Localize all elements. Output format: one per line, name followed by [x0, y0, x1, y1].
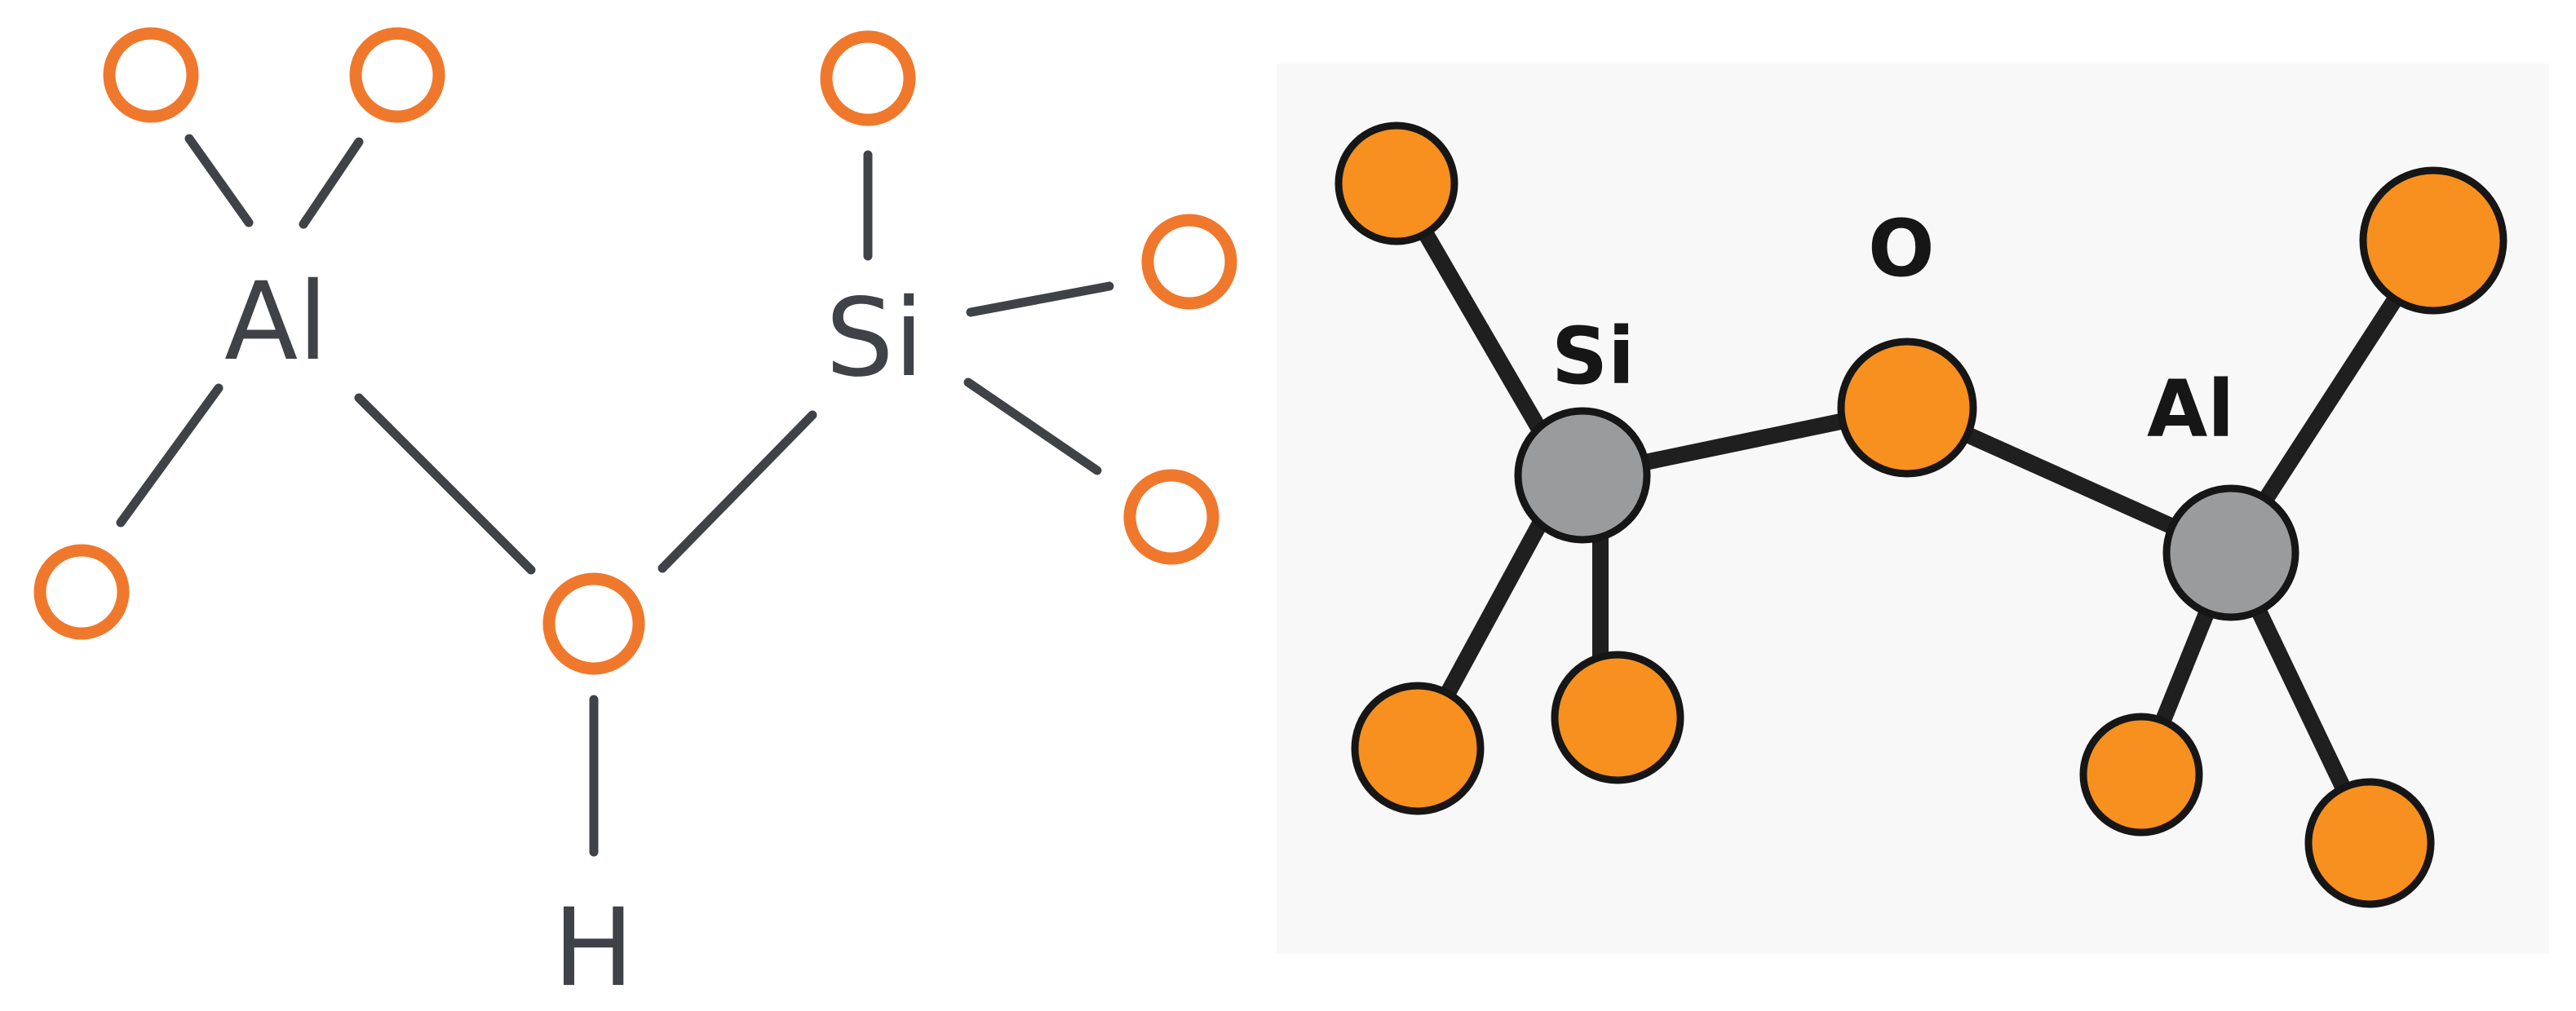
hydrogen-label: H [553, 885, 634, 1011]
silicon-atom [1514, 407, 1651, 544]
aluminium-atom [2162, 484, 2299, 621]
oxygen-ball-upper-right [2359, 166, 2507, 315]
oxygen-ring-bridge [542, 572, 645, 675]
bond-al-o-top-right [299, 137, 364, 229]
oxygen-label-right: O [1868, 203, 1935, 294]
oxygen-ring-top-left [103, 27, 199, 123]
left-structure: Al Si H [33, 27, 1237, 1011]
bond-si-o-right [966, 281, 1114, 317]
oxygen-ring-top-middle [349, 27, 445, 123]
silicon-label: Si [825, 276, 923, 401]
oxygen-ball-al-lower-right [2304, 778, 2435, 908]
oxygen-ring-si-top [820, 30, 916, 126]
oxygen-ball-al-lower-left [2079, 713, 2203, 837]
bond-al-o-bridge [354, 393, 536, 575]
oxygen-ring-si-right [1141, 214, 1237, 310]
aluminium-label: Al [224, 259, 328, 385]
bond-si-o-bridge [657, 410, 817, 573]
oxygen-ball-lower-left [1351, 682, 1485, 815]
right-structure: Si O Al [1277, 64, 2549, 954]
bond-si-o-lower-right [963, 377, 1102, 475]
bond-al-o-lower-left [116, 383, 224, 528]
aluminium-label-right: Al [2147, 364, 2234, 455]
oxygen-ring-si-lower-right [1123, 469, 1219, 565]
oxygen-ball-bridge [1837, 338, 1977, 478]
oxygen-ball-lower [1551, 651, 1684, 784]
bond-al-o-top-left [184, 134, 254, 227]
oxygen-ball-upper-left [1334, 121, 1458, 245]
oxygen-ring-lower-left [33, 544, 130, 640]
silicon-label-right: Si [1551, 311, 1635, 402]
